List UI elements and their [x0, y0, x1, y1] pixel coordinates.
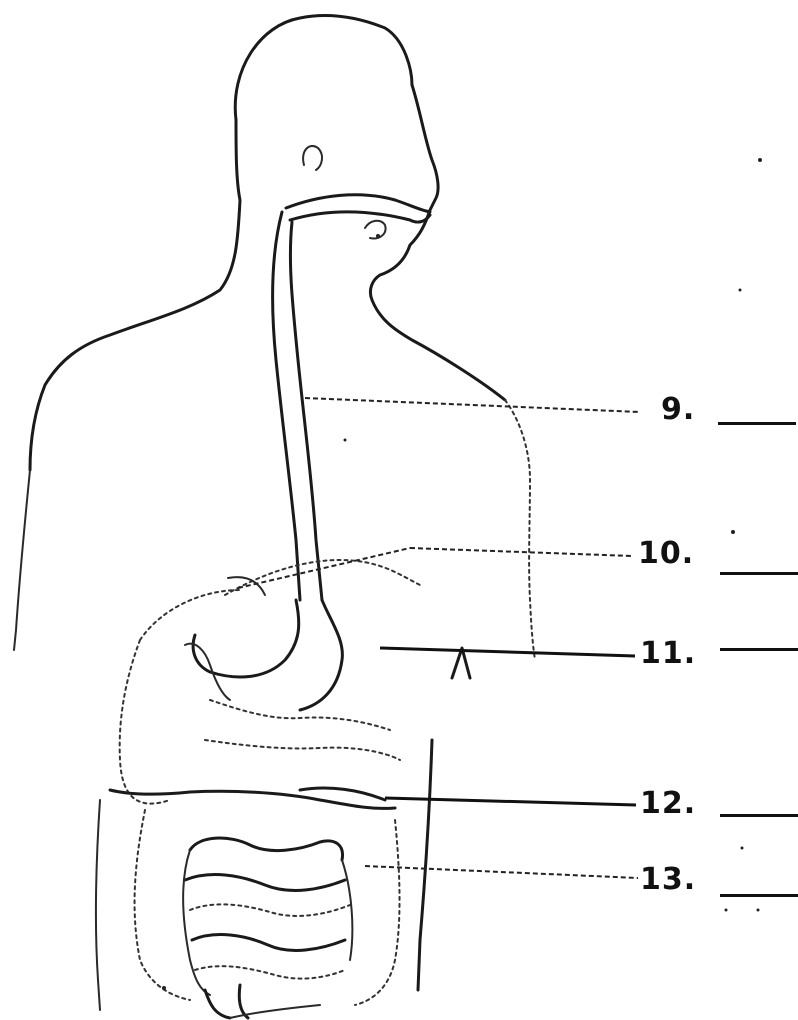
stomach-outer — [300, 600, 342, 710]
label-9: 9. — [661, 392, 695, 427]
speck — [757, 909, 760, 912]
leader-line-10b — [410, 548, 632, 556]
arrow-marker — [452, 648, 470, 678]
answer-blank-12[interactable] — [720, 814, 798, 817]
left-arm-outline — [14, 470, 30, 650]
ascending-colon — [135, 810, 190, 1000]
pancreas — [210, 700, 390, 730]
right-abdomen-line — [418, 740, 432, 990]
duodenum — [205, 740, 400, 760]
answer-blank-9[interactable] — [718, 422, 796, 425]
label-12: 12. — [640, 786, 696, 821]
liver-outline — [120, 590, 240, 804]
speck — [725, 909, 728, 912]
right-torso-outline — [505, 400, 535, 660]
speck — [376, 234, 380, 238]
label-11: 11. — [640, 636, 696, 671]
speck — [344, 439, 347, 442]
left-abdomen-line — [96, 800, 100, 1010]
transverse-colon — [110, 790, 395, 808]
rectum — [205, 985, 248, 1018]
label-13: 13. — [640, 862, 696, 897]
small-intestine-coils — [183, 838, 352, 995]
speck — [741, 847, 744, 850]
tongue-shape — [365, 221, 386, 239]
leader-line-10 — [238, 548, 410, 588]
leader-line-11 — [380, 648, 635, 656]
left-head-neck-outline — [30, 120, 240, 470]
mouth-cavity — [286, 195, 430, 212]
leader-line-12 — [385, 798, 636, 805]
speck — [758, 158, 762, 162]
speck — [162, 986, 166, 990]
answer-blank-10[interactable] — [720, 572, 798, 575]
speck — [731, 530, 735, 534]
leader-line-13 — [365, 866, 638, 878]
diaphragm — [225, 560, 420, 595]
label-10: 10. — [638, 536, 694, 571]
descending-colon — [355, 820, 400, 1005]
answer-blank-13[interactable] — [720, 894, 798, 897]
esophagus-left-wall — [273, 212, 300, 600]
speck — [739, 289, 742, 292]
answer-blank-11[interactable] — [720, 648, 798, 651]
leader-line-9 — [305, 398, 640, 412]
palate-line — [290, 212, 430, 222]
ear-outline — [303, 146, 322, 170]
stomach-outline — [193, 600, 299, 677]
